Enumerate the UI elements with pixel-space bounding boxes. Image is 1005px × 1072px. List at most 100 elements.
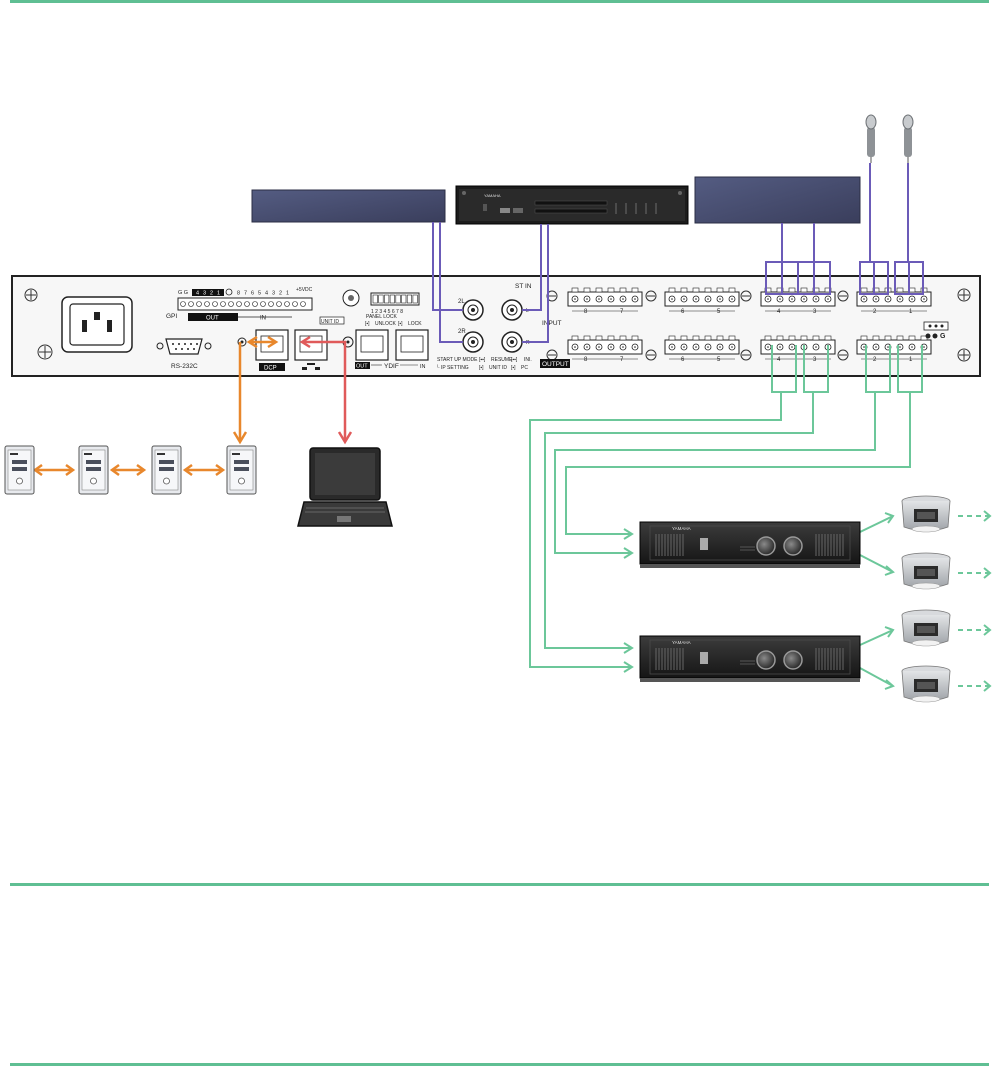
- lock-label: LOCK: [408, 321, 422, 327]
- channel-number: 6: [681, 357, 685, 363]
- input-label: INPUT: [542, 320, 562, 327]
- ini-label: INI.: [524, 357, 532, 363]
- svg-text:└: └: [436, 364, 440, 371]
- ip-setting-label: IP SETTING: [441, 365, 469, 371]
- rs232c-port: RS-232C: [156, 338, 212, 370]
- channel-number: 3: [813, 357, 817, 363]
- ydif-label: YDIF: [384, 363, 399, 370]
- output-label-bg: [540, 359, 570, 368]
- channel-number: 3: [813, 309, 817, 315]
- gpi-in-pin: 3: [272, 291, 275, 297]
- channel-number: 7: [620, 309, 624, 315]
- unit-id-small-label: UNIT ID: [489, 365, 507, 371]
- resume-label: RESUME: [491, 357, 513, 363]
- channel-number: 8: [584, 309, 588, 315]
- gpi-in-pin: 6: [251, 291, 254, 297]
- rs232c-label: RS-232C: [171, 363, 198, 370]
- jack-2l-label: 2L: [458, 299, 465, 305]
- output-label: OUTPUT: [542, 361, 569, 368]
- gpi-out-pin: 4: [196, 291, 199, 297]
- ground-label: G: [940, 333, 946, 340]
- channel-number: 2: [873, 357, 877, 363]
- ydif-out-label: OUT: [356, 364, 368, 370]
- channel-number: 5: [717, 357, 721, 363]
- output-cables: [529, 345, 990, 687]
- channel-number: 2: [873, 309, 877, 315]
- dcp-panel-icon: [78, 445, 109, 495]
- jack-2r-label: 2R: [458, 329, 466, 335]
- gpi-in-pin: 5: [258, 291, 261, 297]
- gpi-in-pin: 4: [265, 291, 268, 297]
- dcp-panel-icon: [226, 445, 257, 495]
- middle-rule: [10, 883, 989, 886]
- dcp-panel-icon: [4, 445, 35, 495]
- gpi-out-pin: 3: [203, 291, 206, 297]
- unlock-label: UNLOCK: [375, 321, 397, 327]
- gpi-voltage: +5VDC: [296, 287, 313, 293]
- channel-number: 4: [777, 357, 781, 363]
- power-amplifier: [639, 521, 861, 568]
- channel-number: 1: [909, 309, 913, 315]
- dcp-panels: [4, 445, 257, 495]
- panel-lock-dip-switch: 1 2 3 4 5 6 7 8 PANEL LOCK [▪] UNLOCK [▪…: [365, 292, 422, 327]
- cd-player: YAMAHA: [455, 185, 689, 225]
- svg-text:[▪]: [▪]: [511, 365, 516, 371]
- ceiling-speaker-icon: [901, 665, 951, 703]
- svg-text:[▪▪]: [▪▪]: [479, 357, 486, 363]
- rear-panel: G G 4 3 2 1 8 7 6 5 4 3 2 1 +5VDC GPI: [11, 275, 981, 377]
- bottom-rule: [10, 1063, 989, 1066]
- st-in-label: ST IN: [515, 283, 532, 290]
- channel-number: 1: [909, 357, 913, 363]
- ydif-ports: OUT YDIF IN: [355, 329, 429, 370]
- microphone-icon: [865, 114, 877, 163]
- gpi-in-pin: 7: [244, 291, 247, 297]
- gpi-out-label: OUT: [206, 316, 219, 322]
- gpi-in-label: IN: [260, 316, 266, 322]
- speakers: [901, 495, 951, 703]
- dcp-label: DCP: [264, 366, 277, 372]
- start-up-mode-label: START UP MODE: [437, 357, 478, 363]
- cd-brand: YAMAHA: [484, 193, 501, 198]
- channel-number: 4: [777, 309, 781, 315]
- ceiling-speaker-icon: [901, 609, 951, 647]
- panel-lock-label: PANEL LOCK: [366, 314, 398, 320]
- svg-text:[▪▪]: [▪▪]: [511, 357, 518, 363]
- top-rule: [10, 0, 989, 3]
- ground-terminal: G: [923, 321, 949, 340]
- svg-text:[▪]: [▪]: [479, 365, 484, 371]
- amplifiers: [639, 521, 861, 682]
- output-arrowheads: [623, 510, 992, 692]
- channel-number: 8: [584, 357, 588, 363]
- network-cable: [299, 335, 353, 445]
- channel-number: 6: [681, 309, 685, 315]
- pc-label: PC: [521, 365, 528, 371]
- microphone-icon: [902, 114, 914, 163]
- ydif-in-label: IN: [420, 364, 426, 370]
- power-inlet: [61, 296, 133, 353]
- power-amplifier: [639, 635, 861, 682]
- ceiling-speaker-icon: [901, 495, 951, 533]
- amplifier-brand: YAMAHA: [672, 526, 691, 531]
- source-device-left: [251, 189, 446, 223]
- channel-number: 5: [717, 309, 721, 315]
- ceiling-speaker-icon: [901, 552, 951, 590]
- gpi-out-pin: 1: [217, 291, 220, 297]
- dcp-cables: [32, 335, 279, 477]
- gpi-out-pin: 2: [210, 291, 213, 297]
- amplifier-brand: YAMAHA: [672, 640, 691, 645]
- unit-id-label: UNIT ID: [321, 319, 339, 325]
- gpi-label: GPI: [166, 313, 177, 320]
- gpi-in-pin: 1: [286, 291, 289, 297]
- channel-number: 7: [620, 357, 624, 363]
- gpi-ground-label: G G: [178, 290, 188, 296]
- source-device-right: [694, 176, 861, 224]
